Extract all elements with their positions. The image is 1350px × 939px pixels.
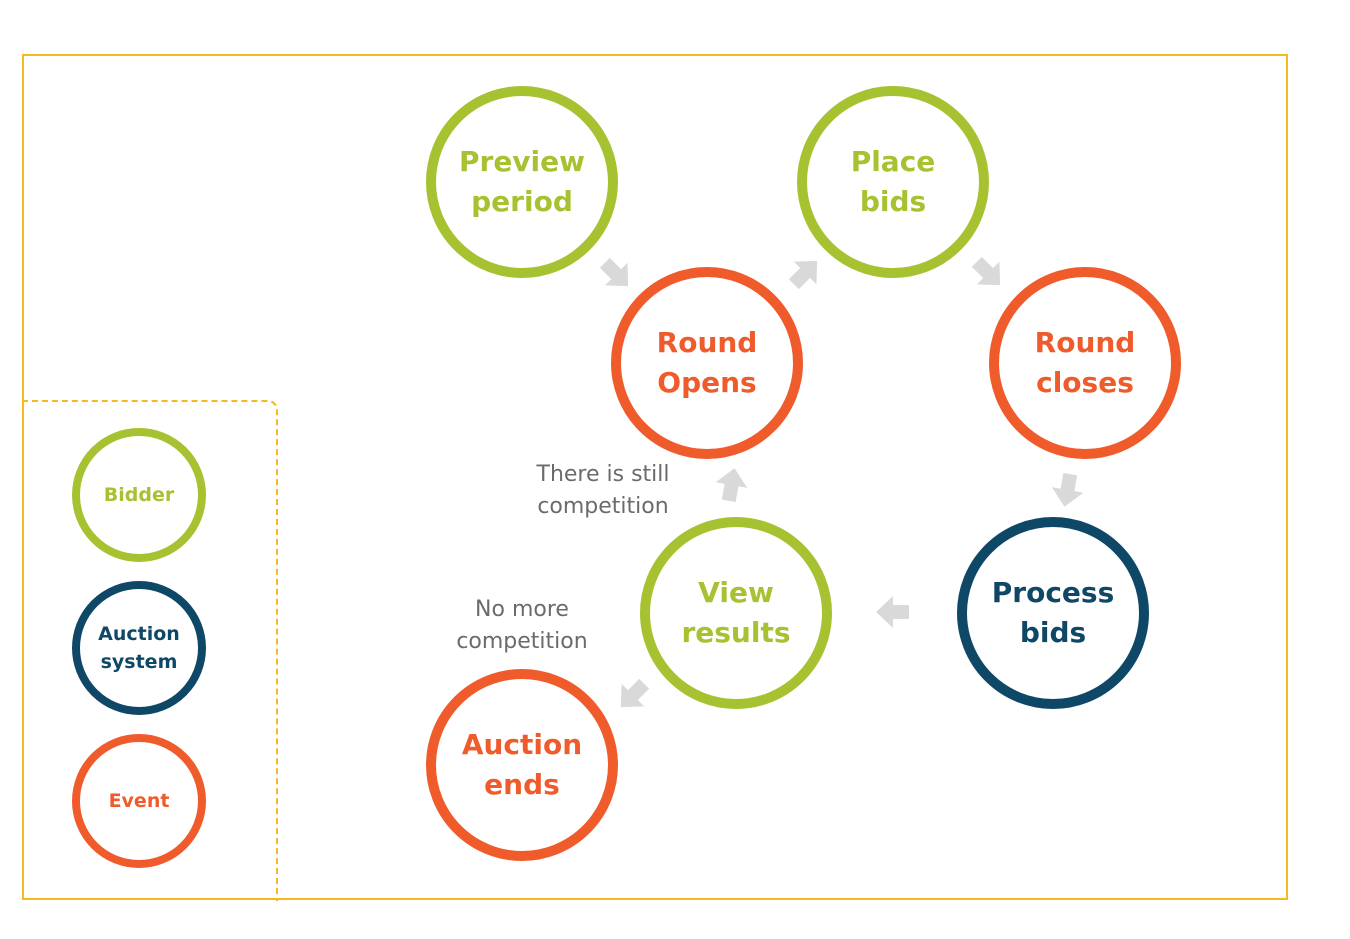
node-auction-ends: Auction ends [426, 669, 618, 861]
arrow-preview-to-round-opens [599, 257, 629, 287]
legend-bidder-label: Bidder [103, 484, 175, 506]
arrow-place-bids-to-round-closes [971, 256, 1001, 286]
node-view-results: View results [640, 517, 832, 709]
diagram-frame [22, 54, 1288, 900]
note-still-competition: There is still competition [536, 462, 670, 519]
node-preview-period-label: Preview period [458, 145, 586, 218]
arrow-round-opens-to-place-bids [788, 260, 818, 290]
node-preview-period: Preview period [426, 86, 618, 278]
node-place-bids-label: Place bids [850, 145, 936, 218]
node-auction-ends-label: Auction ends [461, 728, 583, 801]
arrow-process-bids-to-view-results [876, 596, 909, 628]
arrow-round-closes-to-process-bids [1051, 472, 1084, 507]
node-view-results-label: View results [681, 576, 791, 649]
legend-auction-system: Auction system [72, 581, 206, 715]
legend-event-label: Event [108, 790, 170, 812]
node-round-closes-label: Round closes [1034, 326, 1136, 399]
legend-auction-system-label: Auction system [98, 623, 180, 673]
node-process-bids: Process bids [957, 517, 1149, 709]
arrow-view-results-to-auction-ends [620, 678, 650, 708]
node-process-bids-label: Process bids [991, 576, 1115, 649]
node-place-bids: Place bids [797, 86, 989, 278]
node-round-opens: Round Opens [611, 267, 803, 459]
node-round-opens-label: Round Opens [656, 326, 758, 399]
legend-bidder: Bidder [72, 428, 206, 562]
arrow-view-results-to-round-opens [715, 468, 748, 503]
node-round-closes: Round closes [989, 267, 1181, 459]
note-no-more-competition: No more competition [456, 597, 588, 654]
legend-box [22, 400, 278, 901]
legend-event: Event [72, 734, 206, 868]
